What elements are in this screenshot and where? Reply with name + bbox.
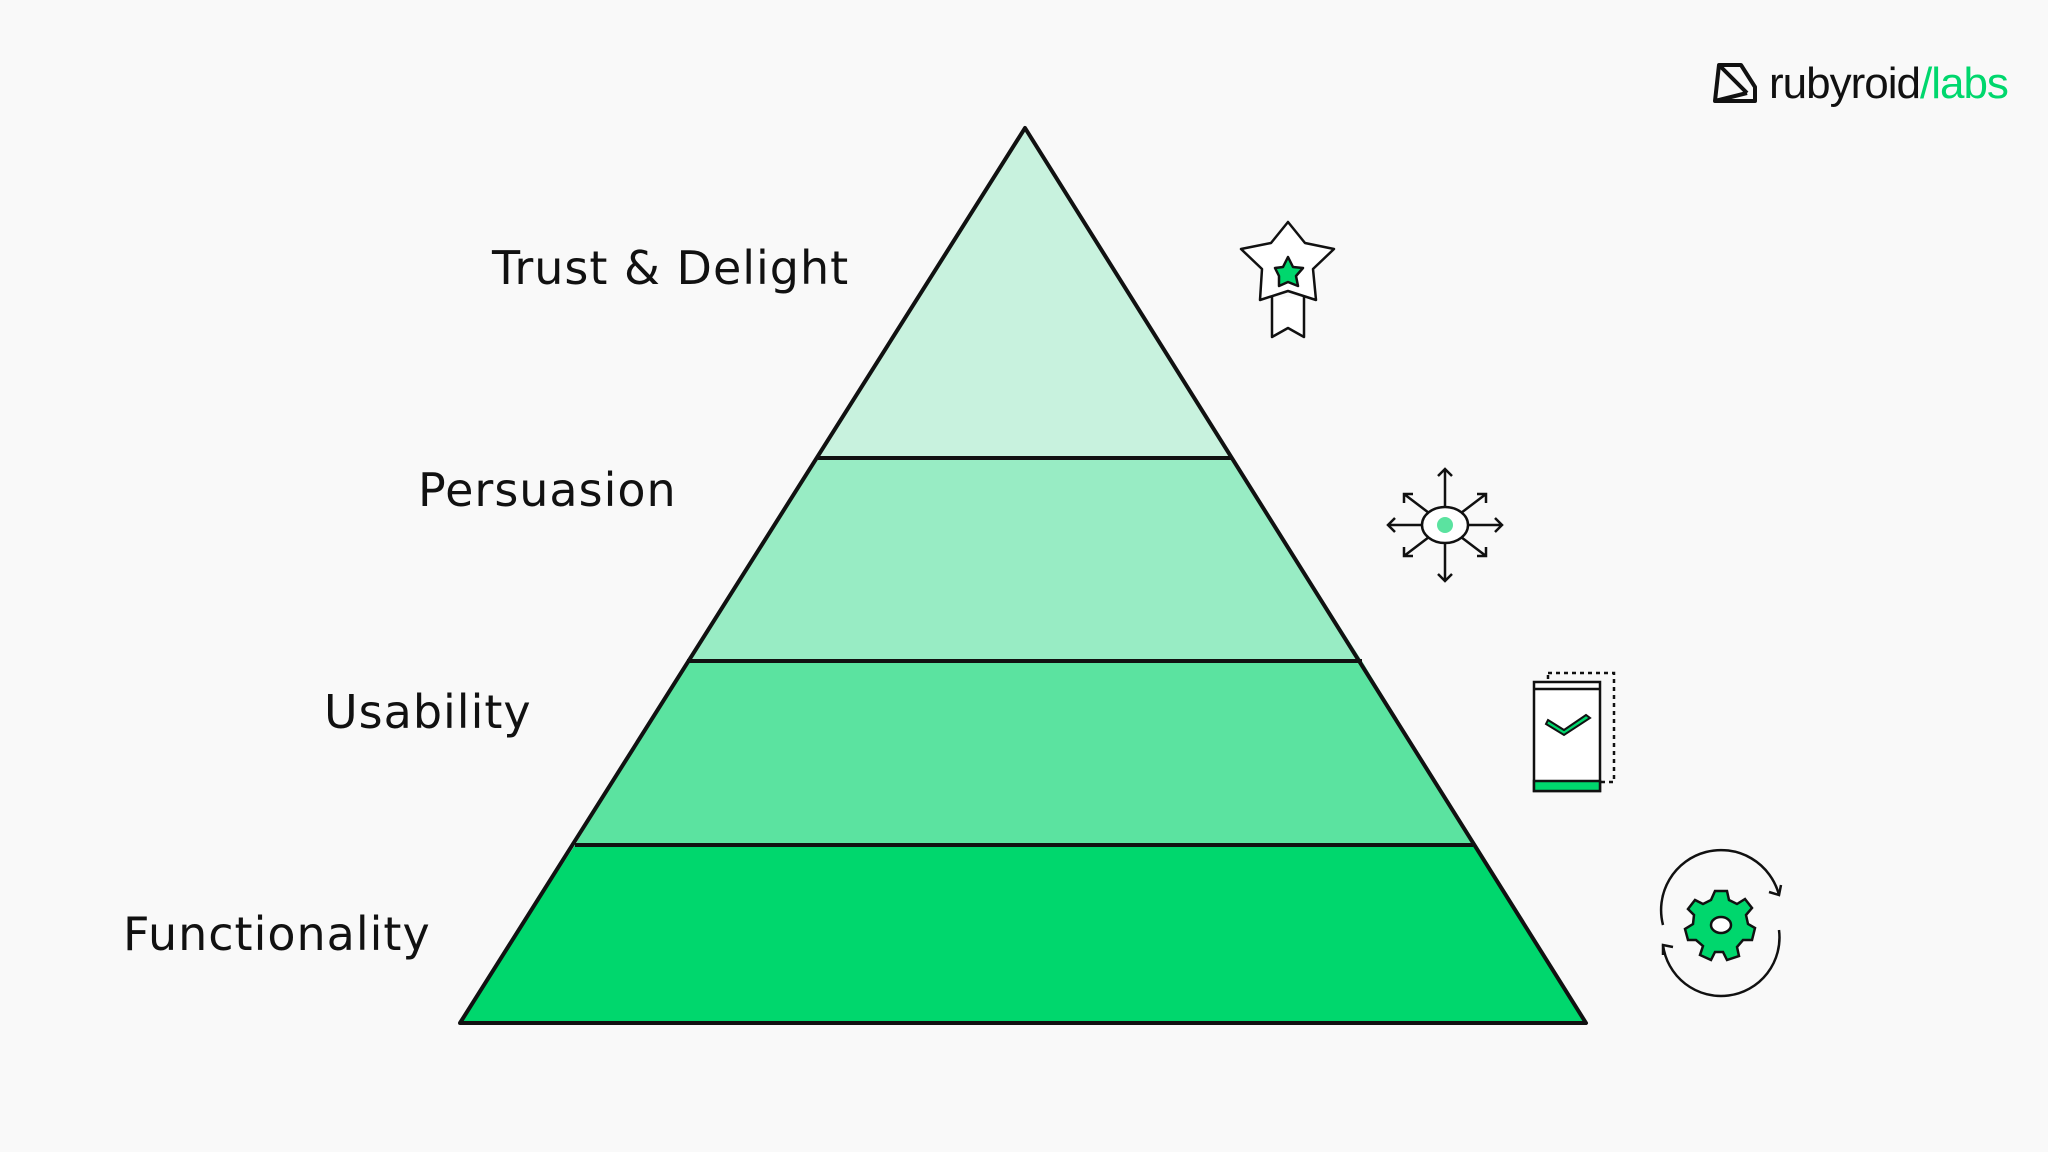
gear-cycle-icon [1659, 848, 1783, 998]
pyramid-level-trust [818, 128, 1232, 458]
level-label-persuasion: Persuasion [418, 463, 677, 517]
level-label-usability: Usability [324, 685, 532, 739]
document-check-icon [1532, 671, 1616, 793]
radiating-arrows-icon [1386, 467, 1504, 583]
brand-logo: rubyroid/labs [1713, 56, 2009, 112]
pyramid-level-usability [575, 661, 1473, 845]
level-label-functionality: Functionality [123, 907, 431, 961]
award-star-icon [1239, 220, 1336, 339]
level-label-trust: Trust & Delight [492, 241, 850, 295]
logo-accent-text: /labs [1919, 59, 2009, 108]
pyramid-level-functionality [460, 845, 1586, 1023]
logo-text: rubyroid [1769, 59, 1921, 108]
pyramid-level-persuasion [687, 458, 1362, 661]
logo-gem-icon [1713, 63, 1757, 103]
